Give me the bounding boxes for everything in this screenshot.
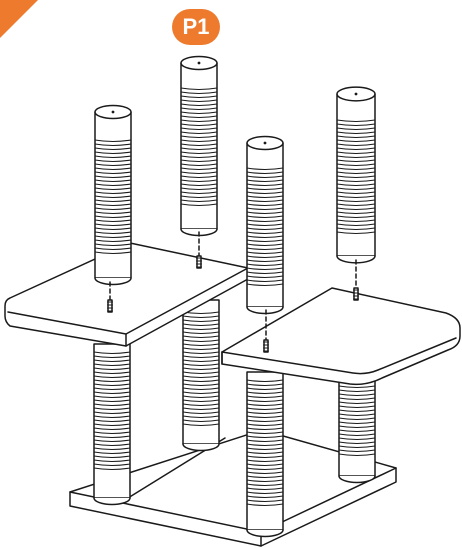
screw-icon xyxy=(108,300,113,312)
upper-post-3 xyxy=(337,87,375,263)
guide-post-3 xyxy=(354,260,359,300)
screw-icon xyxy=(197,256,202,268)
upper-post-2 xyxy=(95,106,131,285)
screw-icon xyxy=(264,340,269,352)
screw-icon xyxy=(354,288,359,300)
lower-post-front-left xyxy=(94,344,130,504)
upper-post-4 xyxy=(247,137,283,314)
upper-post-1 xyxy=(181,57,217,236)
guide-post-1 xyxy=(197,232,202,268)
lower-post-front-right xyxy=(247,372,283,536)
corner-triangle-icon xyxy=(0,0,38,38)
step-badge: P1 xyxy=(172,9,220,45)
lower-post-back xyxy=(183,300,219,450)
lower-post-right xyxy=(339,380,375,482)
